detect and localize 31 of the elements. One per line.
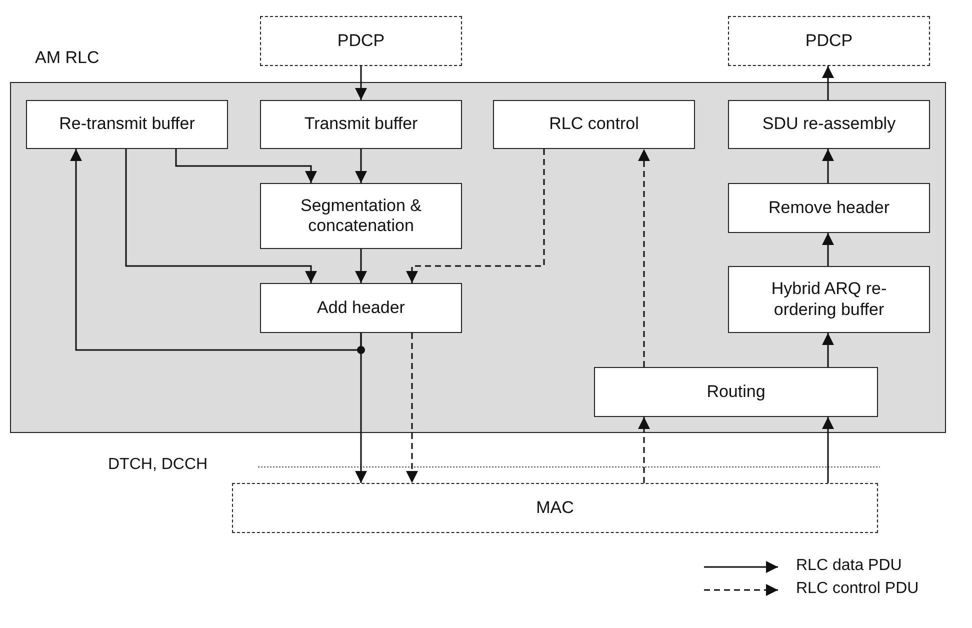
process-box: SDU re-assembly — [728, 100, 930, 149]
arrow — [822, 149, 834, 183]
arrow — [822, 417, 834, 483]
process-box: Remove header — [728, 183, 930, 233]
arrow — [175, 149, 317, 183]
arrow — [406, 333, 418, 483]
container-title: AM RLC — [35, 48, 100, 68]
arrow — [822, 233, 834, 266]
process-box: Segmentation & concatenation — [260, 183, 462, 249]
channel-label: DTCH, DCCH — [108, 456, 208, 474]
process-box: Transmit buffer — [260, 100, 462, 149]
arrow — [355, 66, 367, 100]
arrow — [638, 417, 650, 483]
arrow — [125, 149, 317, 283]
arrow — [406, 149, 545, 283]
layer-box: PDCP — [260, 16, 462, 66]
arrow — [70, 149, 362, 351]
arrow — [355, 249, 367, 283]
arrow — [822, 66, 834, 100]
process-box: Re-transmit buffer — [26, 100, 228, 149]
legend-label: RLC data PDU — [796, 557, 902, 575]
layer-box: PDCP — [728, 16, 930, 66]
process-box: Hybrid ARQ re-ordering buffer — [728, 266, 930, 333]
legend-label: RLC control PDU — [796, 580, 919, 598]
process-box: Routing — [594, 367, 878, 417]
process-box: Add header — [260, 283, 462, 333]
layer-box: MAC — [232, 483, 878, 533]
arrow — [638, 149, 650, 367]
process-box: RLC control — [493, 100, 695, 149]
arrow — [822, 333, 834, 367]
arrow — [355, 149, 367, 183]
